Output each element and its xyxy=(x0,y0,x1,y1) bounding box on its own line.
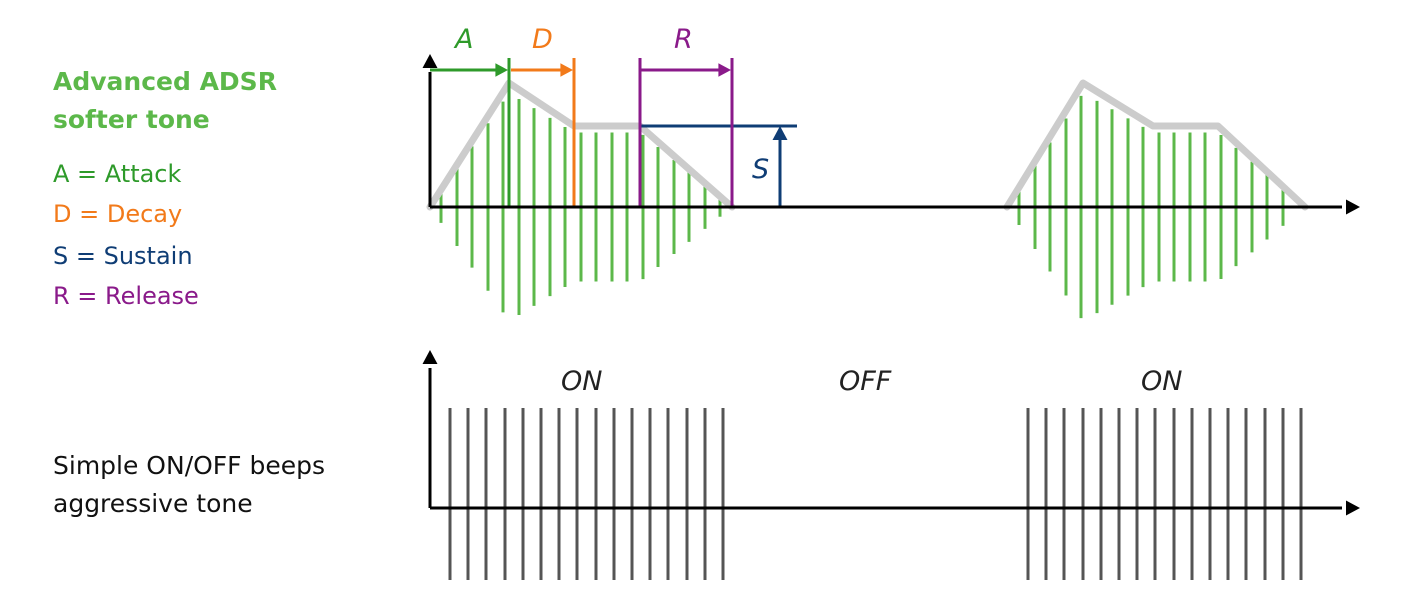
legend-attack: A = Attack xyxy=(53,160,182,188)
off-label: OFF xyxy=(839,366,892,397)
adsr-title-line1: Advanced ADSR xyxy=(53,67,277,96)
attack-marker-label: A xyxy=(455,24,474,55)
sustain-arrow-head xyxy=(772,126,788,140)
release-marker-label: R xyxy=(674,24,693,55)
adsr-title-line2: softer tone xyxy=(53,105,210,134)
decay-marker-label: D xyxy=(532,24,553,55)
onoff-waveform-diagram xyxy=(422,350,1360,580)
sustain-marker-label: S xyxy=(752,154,770,185)
adsr-y-axis-arrow xyxy=(422,54,438,68)
decay-arrow-head xyxy=(560,63,573,77)
onoff-y-axis-arrow xyxy=(422,350,438,364)
envelope-line-2 xyxy=(1003,79,1309,211)
onoff-x-axis-arrow xyxy=(1346,500,1360,516)
onoff-title-line1: Simple ON/OFF beeps xyxy=(53,451,326,480)
adsr-waveform-diagram xyxy=(422,54,1360,319)
legend-decay: D = Decay xyxy=(53,200,183,228)
legend-sustain: S = Sustain xyxy=(53,242,193,270)
adsr-title: Advanced ADSR softer tone xyxy=(53,63,277,139)
legend-release: R = Release xyxy=(53,282,199,310)
on-label-right: ON xyxy=(1141,366,1183,397)
onoff-title: Simple ON/OFF beeps aggressive tone xyxy=(53,447,325,523)
on-label-left: ON xyxy=(561,366,603,397)
attack-arrow-head xyxy=(495,63,508,77)
adsr-x-axis-arrow xyxy=(1346,199,1360,215)
release-arrow-head xyxy=(718,63,731,77)
onoff-title-line2: aggressive tone xyxy=(53,489,253,518)
